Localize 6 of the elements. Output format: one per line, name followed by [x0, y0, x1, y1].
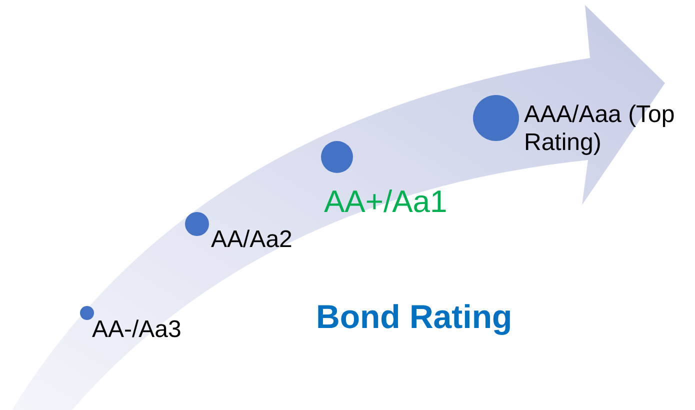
- rating-label: AAA/Aaa (Top Rating): [524, 101, 676, 156]
- rating-label: AA/Aa2: [211, 226, 292, 254]
- rating-dot: [80, 306, 94, 320]
- rating-label: AA-/Aa3: [92, 316, 182, 344]
- title: Bond Rating: [316, 298, 512, 336]
- rating-label: AA+/Aa1: [324, 184, 448, 220]
